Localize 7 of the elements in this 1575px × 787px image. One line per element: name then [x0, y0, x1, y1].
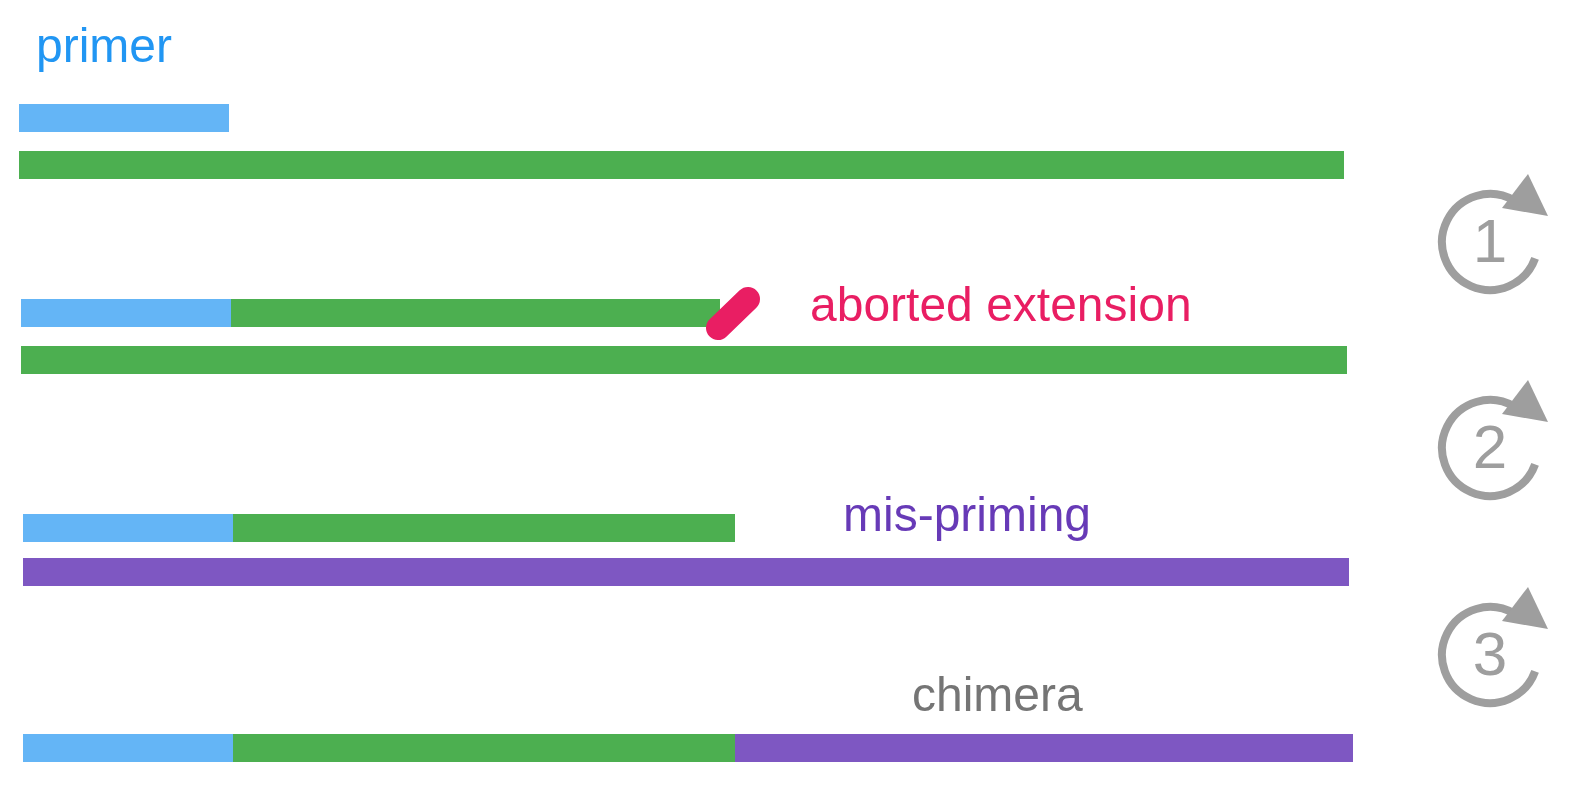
cycle-number: 3 — [1471, 619, 1509, 689]
annotation-label: aborted extension — [810, 277, 1192, 333]
cycle-number: 2 — [1471, 412, 1509, 482]
annotation-label: primer — [36, 18, 172, 74]
cycle-number: 1 — [1471, 206, 1509, 276]
annotation-label: mis-priming — [843, 487, 1091, 543]
annotation-label: chimera — [912, 667, 1083, 723]
